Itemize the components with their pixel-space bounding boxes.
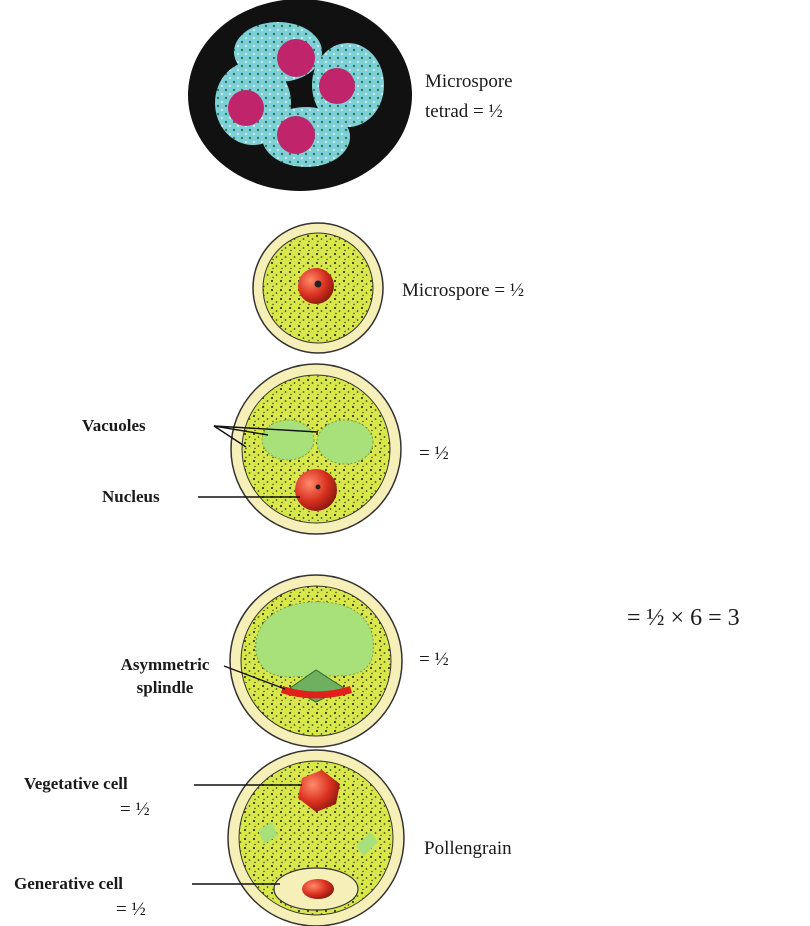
generative-cell-label: Generative cell <box>14 872 123 896</box>
total-marks: = ½ × 6 = 3 <box>627 605 740 632</box>
tetrad-graphic <box>188 0 412 191</box>
vacuole <box>262 420 314 460</box>
tetrad-nucleus <box>228 90 264 126</box>
mitosis-mark: = ½ <box>419 648 449 672</box>
microspore-graphic <box>253 223 383 353</box>
vacuolate-mark: = ½ <box>419 442 449 466</box>
pollengrain-label: Pollengrain <box>424 837 512 861</box>
vacuole <box>317 420 373 464</box>
spindle-label-line2: splindle <box>100 676 230 700</box>
tetrad-nucleus <box>319 68 355 104</box>
tetrad-nucleus <box>277 116 315 154</box>
vegetative-cell-label: Vegetative cell <box>24 772 128 796</box>
generative-nucleus <box>302 879 334 899</box>
generative-cell-mark: = ½ <box>116 898 146 922</box>
mitosis-cell-graphic <box>224 575 402 747</box>
microspore-nucleolus <box>315 281 322 288</box>
nucleus-label: Nucleus <box>102 485 160 509</box>
tetrad-nucleus <box>277 39 315 77</box>
vegetative-cell-mark: = ½ <box>120 798 150 822</box>
vacuoles-label: Vacuoles <box>82 414 146 438</box>
vacuolated-nucleolus <box>316 485 321 490</box>
pollen-grain-graphic <box>192 750 404 926</box>
tetrad-label-line1: Microspore <box>425 70 513 94</box>
vacuolated-nucleus <box>295 469 337 511</box>
vacuolated-cell-graphic <box>198 364 401 534</box>
spindle-label-line1: Asymmetric <box>100 653 230 677</box>
tetrad-label-line2: tetrad = ½ <box>425 100 503 124</box>
microspore-label: Microspore = ½ <box>402 279 524 303</box>
